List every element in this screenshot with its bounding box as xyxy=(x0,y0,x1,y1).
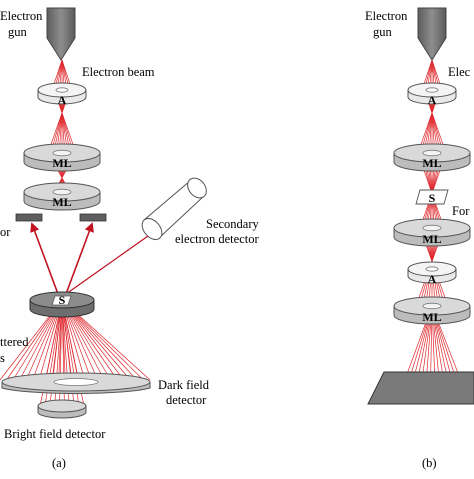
panel-a-detector-plate-left xyxy=(15,213,43,222)
panel-b-cut-label-for: For xyxy=(452,204,470,218)
panel-b-label: (b) xyxy=(422,456,437,470)
panel-a-secondary-electron-detector xyxy=(141,177,207,241)
panel-b-screen xyxy=(367,371,474,405)
panel-a-dark-field-detector xyxy=(1,372,151,395)
panel-b-lens-3-label: ML xyxy=(422,310,441,324)
panel-b-lens-1-label: ML xyxy=(422,156,441,170)
panel-b: Electron gun Elec A ML S For ML xyxy=(365,7,474,470)
panel-a-lens-2-label: ML xyxy=(52,195,71,209)
panel-b-cut-label-beam: Elec xyxy=(448,65,471,79)
panel-b-lens-2-label: ML xyxy=(422,232,441,246)
panel-a-lens-1-label: ML xyxy=(52,156,71,170)
panel-a: Electron gun Electron beam A ML ML or xyxy=(0,7,260,470)
panel-b-electron-gun xyxy=(417,7,447,61)
panel-a-magnetic-lens-1 xyxy=(23,143,101,172)
panel-a-dark-field-label-line2: detector xyxy=(166,393,207,407)
panel-a-bright-field-detector xyxy=(37,399,87,419)
panel-a-cut-label-scattered-2: s xyxy=(0,351,5,365)
panel-b-gun-label-line2: gun xyxy=(373,25,393,39)
panel-b-aperture-2-label: A xyxy=(428,272,437,286)
panel-b-magnetic-lens-2 xyxy=(393,218,471,247)
panel-a-specimen-label: S xyxy=(59,293,66,307)
panel-a-emission-arrows xyxy=(30,222,149,295)
panel-b-specimen xyxy=(415,189,449,205)
panel-a-gun-label-line2: gun xyxy=(8,25,28,39)
panel-a-detector-plate-right xyxy=(79,213,107,222)
panel-a-cut-label-for: or xyxy=(0,225,11,239)
panel-a-aperture-label: A xyxy=(58,93,67,107)
panel-a-dark-field-label-line1: Dark field xyxy=(158,378,210,392)
panel-b-aperture-1 xyxy=(407,82,457,105)
panel-a-electron-beam-label: Electron beam xyxy=(82,65,155,79)
panel-a-label: (a) xyxy=(52,456,66,470)
panel-a-magnetic-lens-2 xyxy=(23,182,101,211)
panel-b-magnetic-lens-3 xyxy=(393,296,471,325)
panel-a-cut-label-scattered-1: ttered xyxy=(0,335,29,349)
panel-a-bright-field-label: Bright field detector xyxy=(4,427,106,441)
panel-a-gun-label-line1: Electron xyxy=(0,9,43,23)
panel-b-gun-label-line1: Electron xyxy=(365,9,408,23)
panel-a-secondary-detector-label-line1: Secondary xyxy=(206,217,260,231)
panel-b-magnetic-lens-1 xyxy=(393,143,471,172)
panel-b-aperture-2 xyxy=(407,261,457,284)
panel-a-electron-gun xyxy=(46,7,76,61)
panel-a-aperture xyxy=(37,82,87,105)
panel-a-electron-rays xyxy=(0,59,151,407)
panel-b-specimen-label: S xyxy=(429,191,436,205)
panel-a-secondary-detector-label-line2: electron detector xyxy=(175,232,259,246)
panel-a-specimen-stage xyxy=(29,291,95,318)
panel-b-aperture-1-label: A xyxy=(428,93,437,107)
